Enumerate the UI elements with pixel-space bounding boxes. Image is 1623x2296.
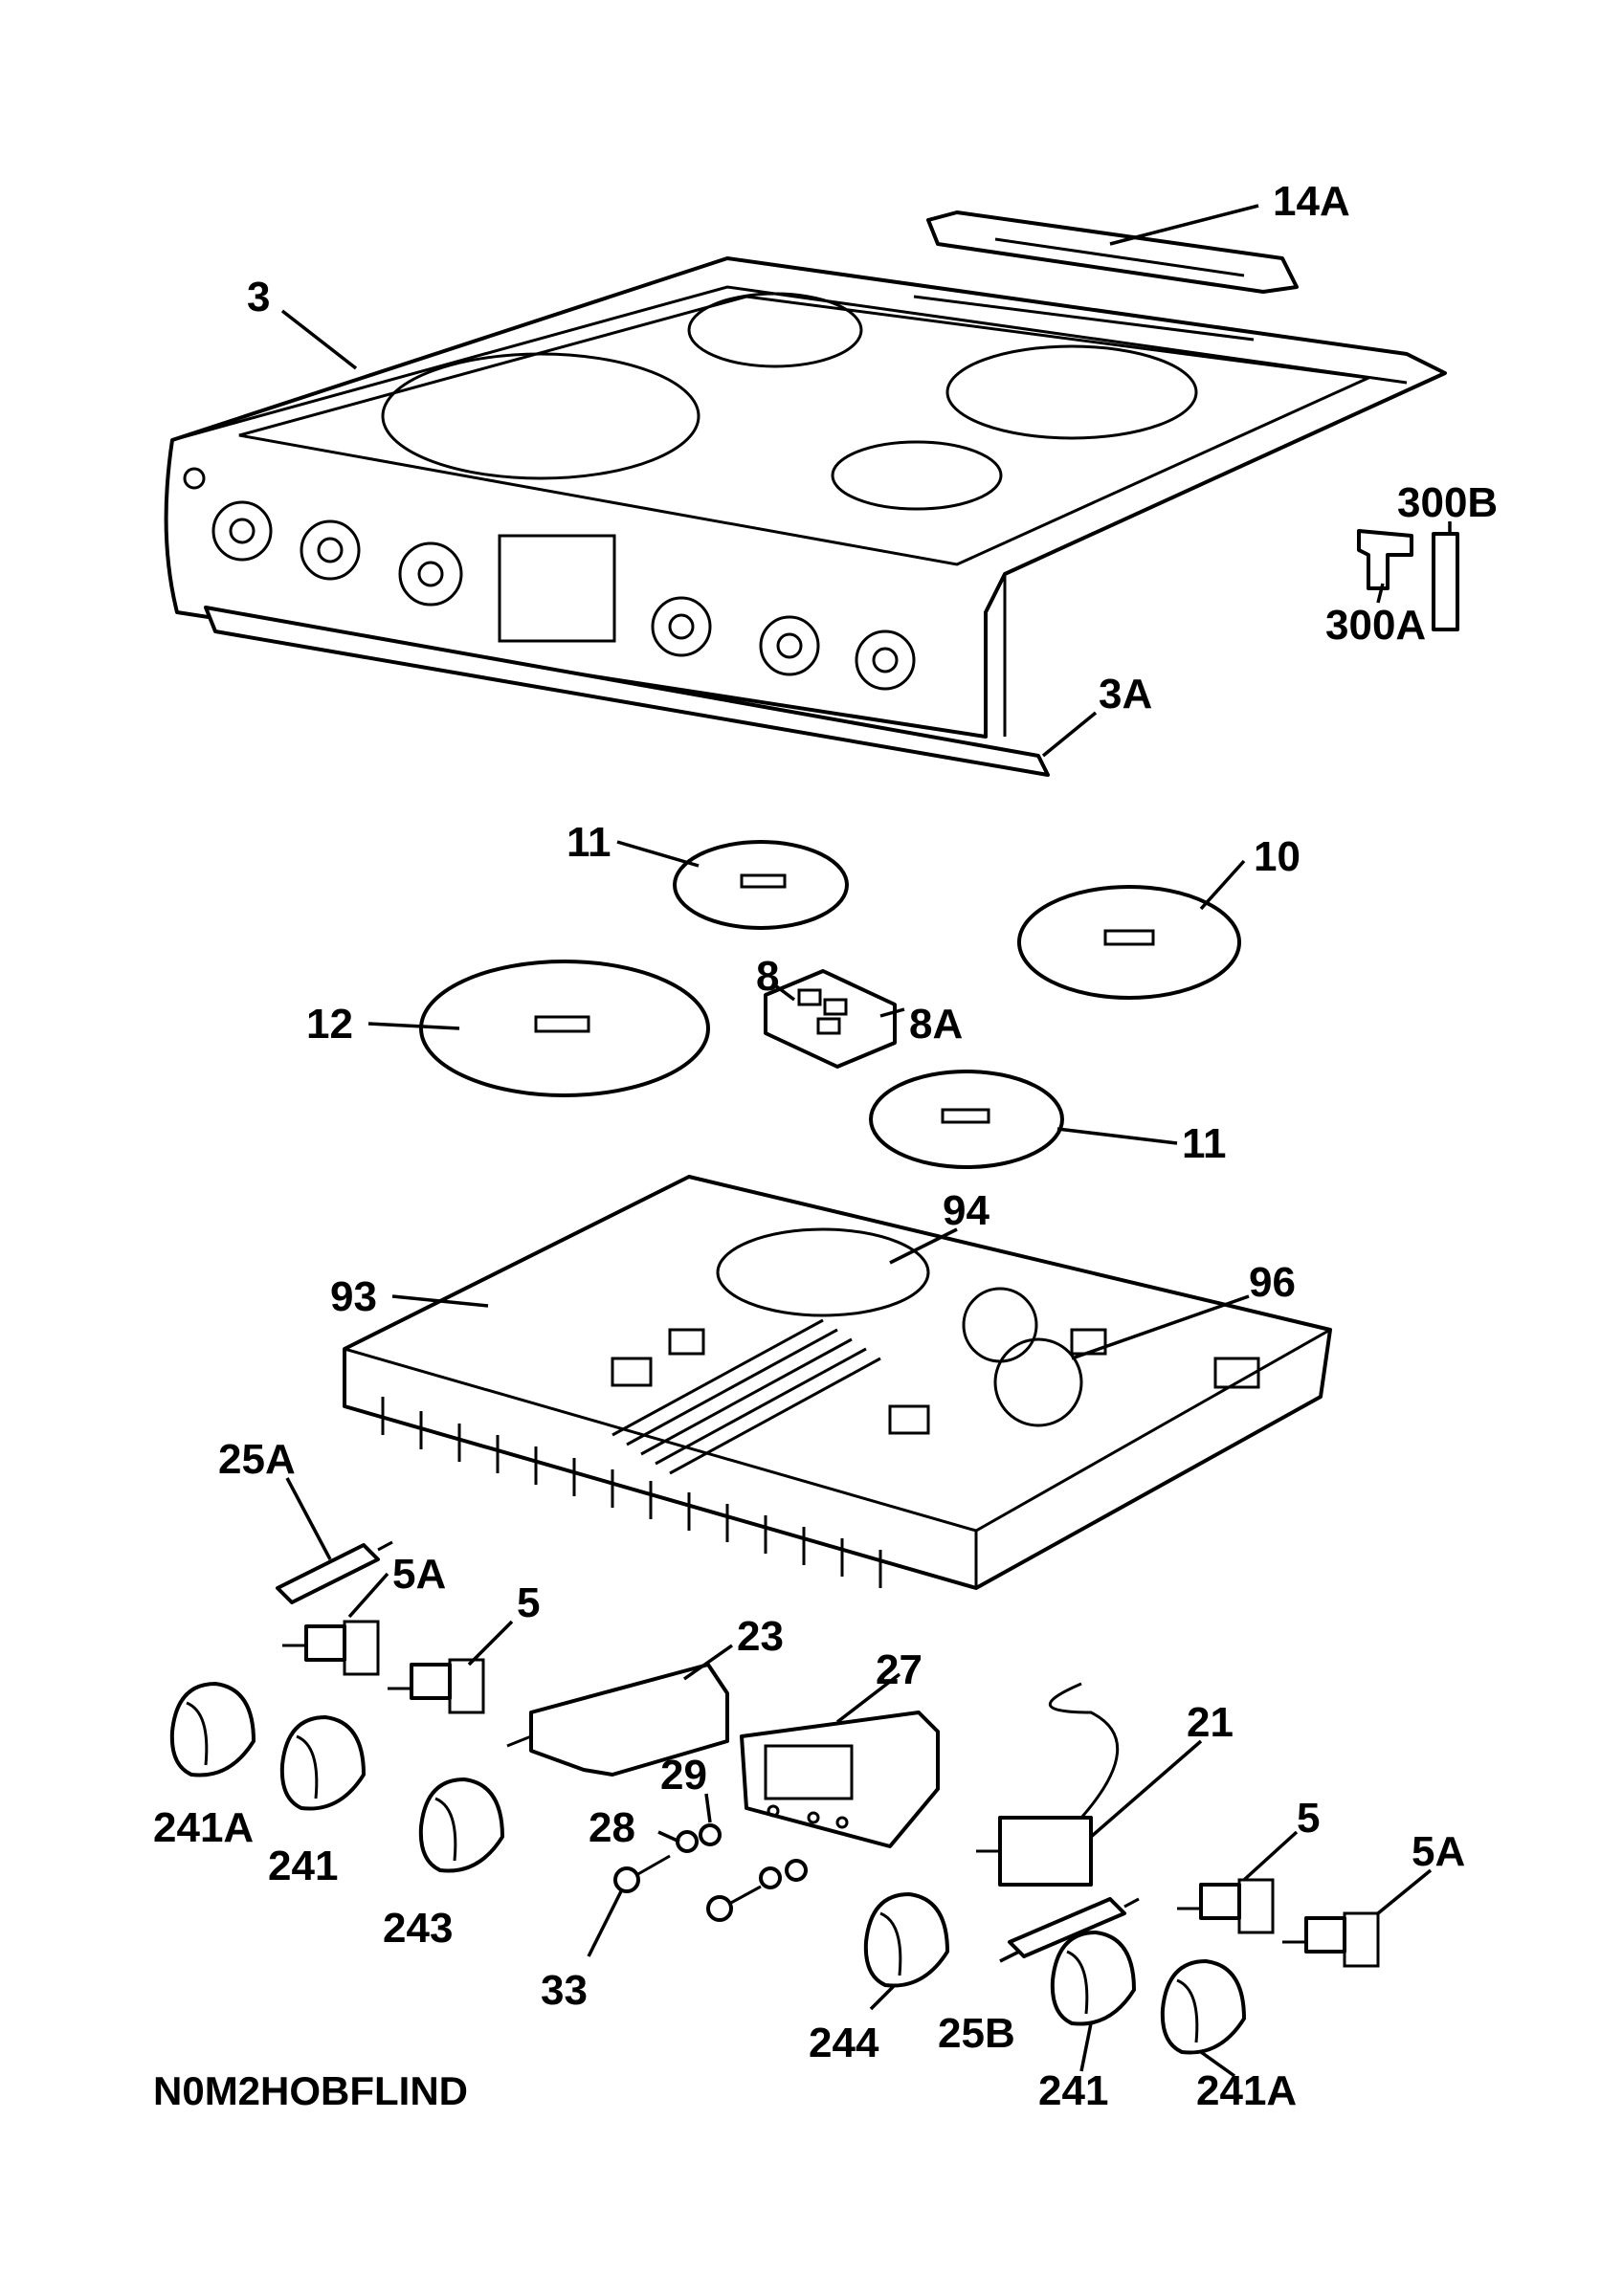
callout-12: 12 <box>306 1001 353 1048</box>
callout-241A-left: 241A <box>153 1804 254 1851</box>
control-panel-strip <box>926 210 1299 294</box>
nut-28 <box>676 1830 782 1889</box>
front-trim-strip <box>204 606 1050 777</box>
switch-5-right <box>1177 1878 1275 1934</box>
callout-5A-right: 5A <box>1412 1828 1465 1875</box>
bracket-300B <box>1432 532 1459 631</box>
callout-8: 8 <box>756 953 779 1000</box>
screw-33-a <box>613 1854 671 1893</box>
knob-241-left <box>279 1715 366 1811</box>
callout-8A: 8A <box>909 1001 963 1048</box>
display-module-27 <box>740 1711 940 1848</box>
callout-244: 244 <box>809 2020 879 2066</box>
hotplate-element-10 <box>1017 885 1241 1000</box>
energy-regulator-23 <box>506 1663 729 1777</box>
callout-241-left: 241 <box>268 1843 338 1889</box>
callout-300A: 300A <box>1325 602 1426 649</box>
callout-33: 33 <box>541 1967 588 2014</box>
bracket-300A <box>1357 529 1413 590</box>
callout-3: 3 <box>247 274 270 320</box>
callout-3A: 3A <box>1099 671 1152 718</box>
callout-labels: 14A 3 300B 300A 3A 11 10 8 8A 12 11 94 9… <box>153 178 1498 2114</box>
switch-5A-right <box>1282 1911 1380 1968</box>
callout-96: 96 <box>1249 1259 1296 1306</box>
thermostat-probe-25A <box>276 1540 393 1604</box>
callout-241-right: 241 <box>1038 2067 1108 2114</box>
cooktop-glass-top <box>164 256 1447 739</box>
control-knob-seats <box>211 500 916 691</box>
callout-11-rear: 11 <box>567 819 611 866</box>
callout-23: 23 <box>737 1613 784 1660</box>
knob-241-right <box>1050 1931 1136 2026</box>
heatsink-fins <box>381 1318 882 1588</box>
callout-300B: 300B <box>1397 479 1498 526</box>
washer-29 <box>699 1823 808 1882</box>
knob-243 <box>418 1777 504 1873</box>
callout-10: 10 <box>1254 833 1301 880</box>
callout-27: 27 <box>876 1646 923 1693</box>
screw-33-b <box>706 1885 762 1922</box>
callout-21: 21 <box>1187 1699 1234 1746</box>
diagram-code: N0M2HOBFLIND <box>153 2068 468 2113</box>
timer-21 <box>976 1682 1120 1887</box>
callout-25A: 25A <box>218 1436 296 1483</box>
callout-5-left: 5 <box>517 1579 540 1626</box>
callout-11-front: 11 <box>1182 1120 1227 1167</box>
hotplate-element-12 <box>419 960 710 1097</box>
callout-5A-left: 5A <box>392 1551 446 1598</box>
callout-93: 93 <box>330 1273 377 1320</box>
callout-29: 29 <box>660 1752 707 1799</box>
callout-5-right: 5 <box>1297 1795 1320 1842</box>
callout-241A-right: 241A <box>1196 2067 1297 2114</box>
switch-5A-left <box>282 1620 380 1676</box>
knob-241A-right <box>1160 1959 1246 2055</box>
switch-5-left <box>388 1658 485 1714</box>
callout-25B: 25B <box>938 2010 1015 2057</box>
knob-244 <box>863 1892 949 1988</box>
induction-base-tray <box>343 1175 1332 1590</box>
knob-241A-left <box>169 1682 256 1777</box>
callout-28: 28 <box>589 1804 635 1851</box>
hotplate-element-11-front <box>869 1070 1064 1169</box>
leader-lines <box>280 204 1452 2078</box>
callout-14A: 14A <box>1273 178 1350 225</box>
callout-243: 243 <box>383 1905 453 1952</box>
sensor-module-8 <box>764 969 897 1069</box>
callout-94: 94 <box>943 1187 989 1234</box>
hotplate-element-11-rear <box>673 840 849 930</box>
